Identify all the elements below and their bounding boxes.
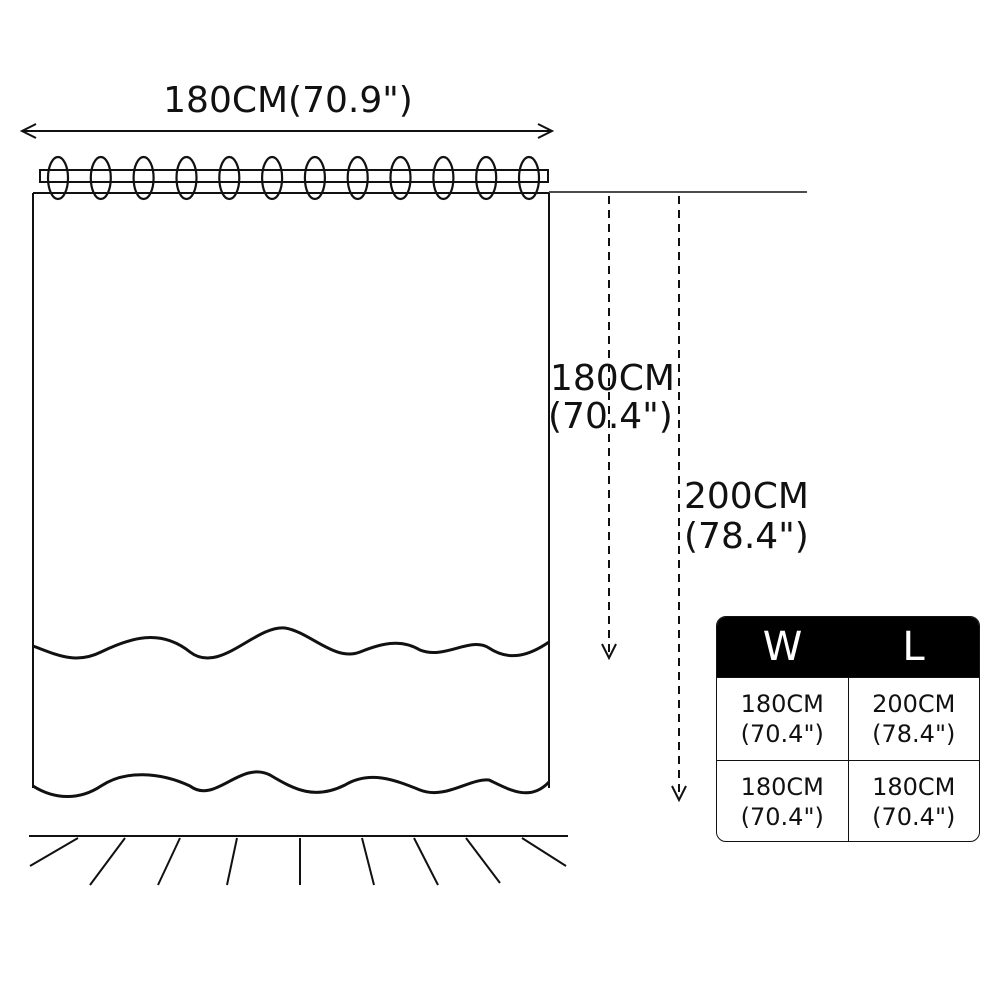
curtain-ring [132,155,155,201]
cell-in: (70.4") [872,803,956,831]
curtain-ring [346,155,369,201]
header-length: L [902,624,925,670]
header-width: W [762,624,803,670]
size-table: W L 180CM (70.4") 200CM (78.4") 180CM (7… [716,616,980,842]
curtain-ring [389,155,412,201]
outer-length-in-label: (78.4") [684,516,809,557]
cell-in: (78.4") [872,720,956,748]
curtain-ring [261,155,284,201]
curtain-panel [32,192,550,788]
curtain-ring [218,155,241,201]
cell-cm: 180CM [872,773,956,801]
cell-cm: 180CM [740,690,824,718]
table-row: 180CM (70.4") 180CM (70.4") [717,760,980,841]
curtain-ring [517,155,541,201]
inner-length-cm-label: 180CM [550,358,675,399]
table-row: 180CM (70.4") 200CM (78.4") [717,677,979,760]
curtain-ring [303,155,326,201]
curtain-ring [475,155,498,201]
outer-length-arrow [671,196,687,803]
inner-length-arrow [601,196,617,661]
cell-in: (70.4") [740,720,824,748]
curtain-ring [89,155,112,201]
floor [29,835,568,886]
cell-cm: 180CM [740,773,824,801]
table-cell: 200CM (78.4") [847,678,980,760]
width-label: 180CM(70.9") [163,80,413,121]
inner-length-in-label: (70.4") [548,396,673,437]
curtain-rings [46,155,541,201]
width-arrow [19,123,555,139]
table-cell: 180CM (70.4") [717,761,848,841]
cell-in: (70.4") [740,803,824,831]
curtain-ring [46,155,70,201]
table-cell: 180CM (70.4") [717,678,848,760]
cell-cm: 200CM [872,690,956,718]
curtain-ring [175,155,198,201]
outer-length-cm-label: 200CM [684,476,809,517]
size-table-header: W L [717,617,979,677]
curtain-folds [99,385,491,786]
table-cell: 180CM (70.4") [847,761,980,841]
curtain-ring [432,155,455,201]
curtain-rod [39,169,549,183]
outer-hem-wave [32,770,551,798]
inner-hem-wave [32,626,550,660]
